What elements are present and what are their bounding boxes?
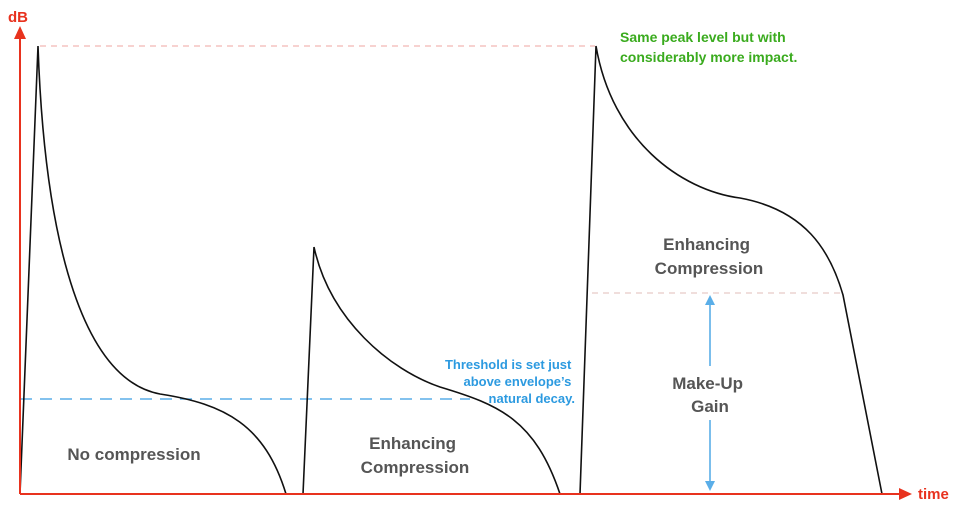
x-axis [20,488,912,500]
y-axis-arrowhead [14,26,26,39]
threshold-note-line1: Threshold is set just [445,357,572,372]
label-enhancing-1-line2: Compression [361,458,470,477]
y-axis [14,26,26,494]
threshold-note-line3: natural decay. [489,391,575,406]
makeup-gain-arrow [705,295,715,491]
label-makeup-line1: Make-Up [672,374,743,393]
label-enhancing-compression-2: Enhancing Compression [655,235,764,278]
label-enhancing-2-line2: Compression [655,259,764,278]
threshold-note-line2: above envelope’s [463,374,571,389]
peak-impact-note: Same peak level but with considerably mo… [620,29,797,65]
y-axis-label: dB [8,9,28,26]
label-makeup-line2: Gain [691,397,729,416]
x-axis-label: time [918,486,949,503]
x-axis-arrowhead [899,488,912,500]
label-no-compression: No compression [67,445,200,464]
label-makeup-gain: Make-Up Gain [672,374,748,416]
label-enhancing-1-line1: Enhancing [369,434,456,453]
envelope-enhancing-compression [302,246,561,495]
label-enhancing-compression-1: Enhancing Compression [361,434,470,477]
envelope-no-compression [19,45,287,495]
peak-note-line2: considerably more impact. [620,49,797,65]
envelope-makeup-gain [579,45,883,495]
peak-note-line1: Same peak level but with [620,29,786,45]
label-enhancing-2-line1: Enhancing [663,235,750,254]
threshold-note: Threshold is set just above envelope’s n… [445,357,575,406]
